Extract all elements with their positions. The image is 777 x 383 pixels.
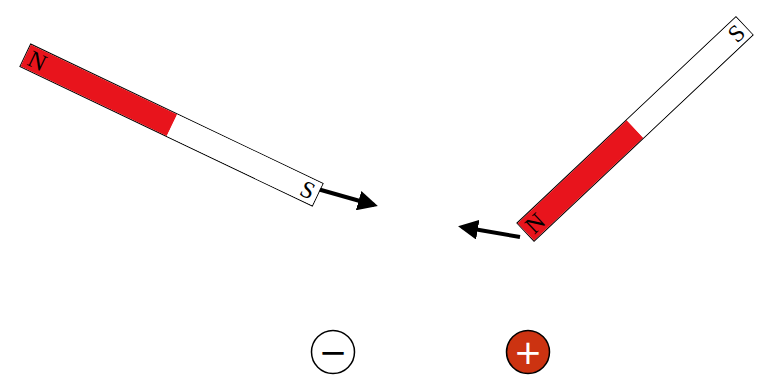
pole-letter: N <box>521 208 550 237</box>
magnet-pole: N <box>21 45 177 136</box>
magnet-pole: N <box>518 120 644 240</box>
charge-symbol: − <box>310 329 356 375</box>
circle-outline <box>312 331 355 374</box>
force-arrow <box>314 188 374 205</box>
charge-sign: + <box>514 335 543 369</box>
charge-symbol: + <box>505 329 551 375</box>
pole-letter: S <box>723 20 749 47</box>
circle-outline <box>507 331 550 374</box>
magnet-pole: S <box>627 17 753 137</box>
charge-sign: − <box>319 335 348 369</box>
bar-magnet: NS <box>516 15 754 241</box>
pole-letter: S <box>296 176 318 203</box>
bar-magnet: NS <box>19 43 324 206</box>
magnet-pole: S <box>166 114 322 205</box>
pole-letter: N <box>24 46 50 75</box>
force-arrow <box>462 227 520 237</box>
